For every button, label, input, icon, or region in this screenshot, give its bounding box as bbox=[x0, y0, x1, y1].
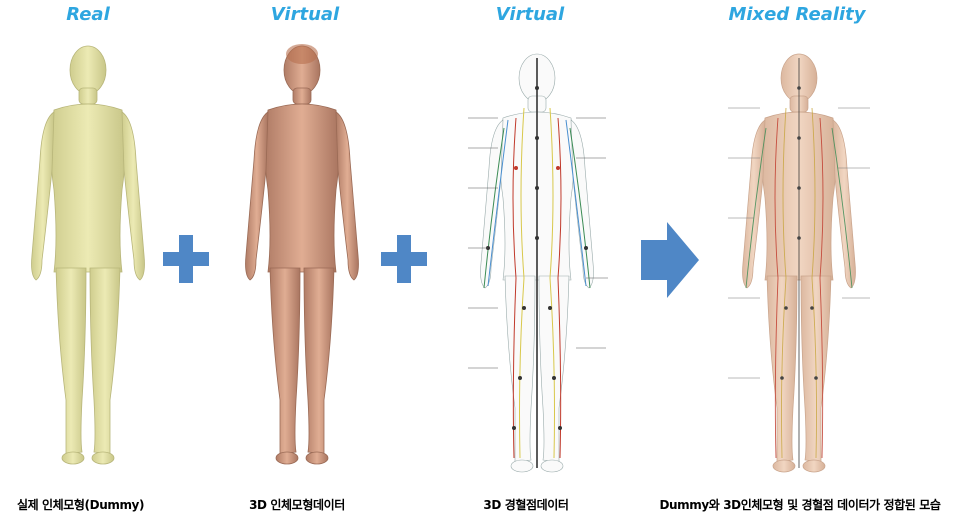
header-mixed-reality: Mixed Reality bbox=[697, 4, 897, 25]
caption-mixed-reality: Dummy와 3D인체모형 및 경혈점 데이터가 정합된 모습 bbox=[640, 496, 960, 513]
mixed-reality-figure bbox=[724, 48, 874, 478]
header-virtual-points: Virtual bbox=[430, 4, 630, 25]
caption-3d-acupoints: 3D 경혈점데이터 bbox=[461, 496, 591, 513]
caption-3d-model: 3D 인체모형데이터 bbox=[232, 496, 362, 513]
header-real: Real bbox=[0, 4, 188, 25]
plus-icon bbox=[381, 235, 427, 283]
caption-dummy: 실제 인체모형(Dummy) bbox=[8, 496, 153, 513]
3d-model-figure bbox=[232, 40, 372, 470]
acupoint-chart-figure bbox=[458, 48, 616, 478]
plus-icon bbox=[163, 235, 209, 283]
arrow-right-icon bbox=[641, 222, 699, 298]
header-virtual-model: Virtual bbox=[205, 4, 405, 25]
dummy-figure bbox=[18, 40, 158, 470]
